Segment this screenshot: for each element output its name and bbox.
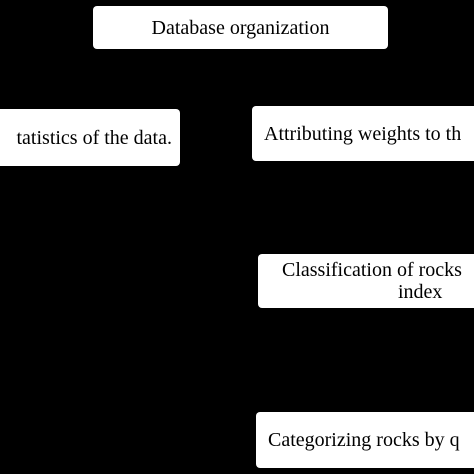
node-attributing-weights: Attributing weights to th [252, 106, 474, 161]
node-database-organization-label: Database organization [151, 16, 330, 39]
node-statistics-of-data: tatistics of the data. [0, 109, 180, 166]
node-attributing-weights-label: Attributing weights to th [264, 122, 462, 145]
node-database-organization: Database organization [93, 6, 388, 49]
node-classification-label-line1: Classification of rocks [282, 259, 462, 281]
node-classification-of-rocks: Classification of rocks index [258, 254, 474, 308]
node-classification-label-line2: index [398, 281, 443, 303]
node-categorizing-label: Categorizing rocks by q [268, 429, 460, 451]
node-statistics-label: tatistics of the data. [16, 126, 172, 149]
node-categorizing-rocks: Categorizing rocks by q [256, 412, 474, 468]
